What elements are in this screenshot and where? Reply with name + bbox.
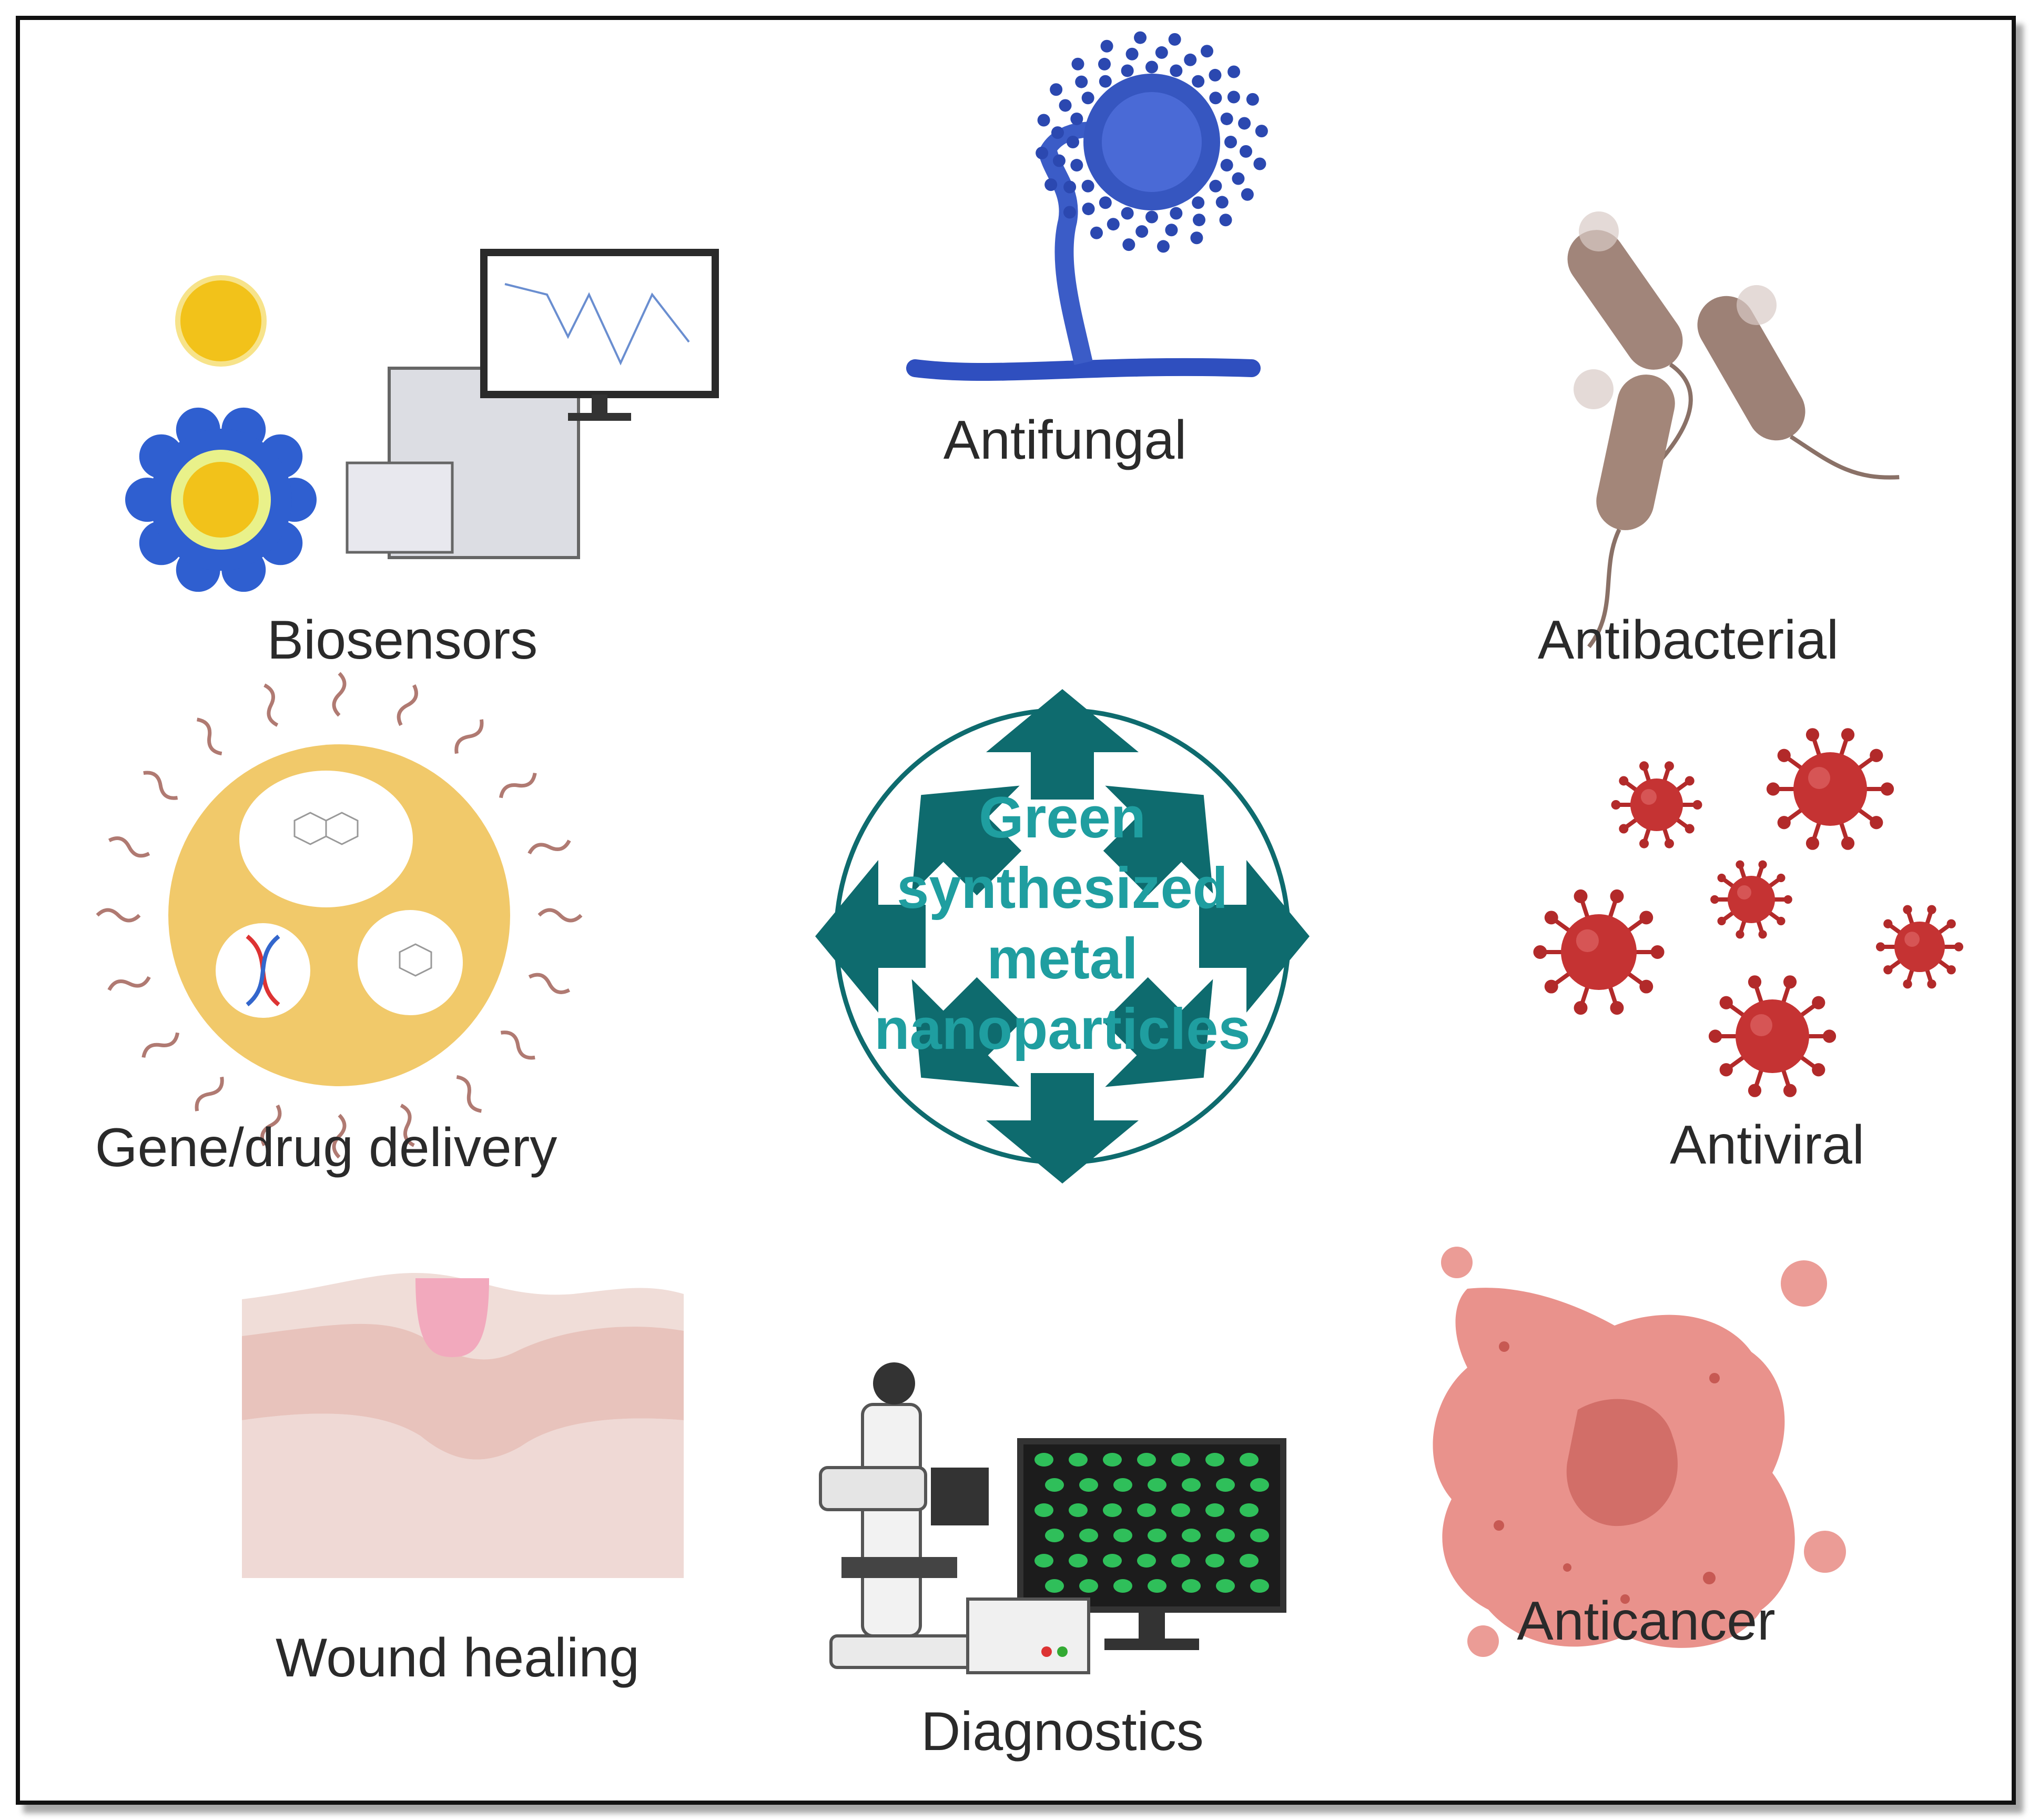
skin-wound-icon: [242, 1273, 684, 1578]
arrow-up: [986, 689, 1139, 800]
label-antiviral: Antiviral: [1670, 1115, 1864, 1176]
label-antibacterial: Antibacterial: [1537, 610, 1839, 671]
arrow-left: [815, 860, 926, 1013]
arrow-down-left: [911, 977, 1022, 1087]
cancer-cell-icon: [1433, 1247, 1846, 1657]
label-biosensors: Biosensors: [267, 610, 538, 671]
label-diagnostics: Diagnostics: [921, 1701, 1204, 1762]
arrow-down: [986, 1073, 1139, 1184]
label-gene-drug-delivery: Gene/drug delivery: [95, 1117, 557, 1178]
microscope-icon: [819, 1362, 1286, 1674]
center-title-line-2: synthesized: [897, 856, 1228, 921]
nanocarrier-icon: [96, 672, 583, 1159]
bacteria-icon: [1567, 211, 1900, 649]
center-title-line-4: nanoparticles: [874, 997, 1251, 1061]
fungus-icon: [906, 31, 1268, 381]
center-title-line-1: Green: [979, 785, 1146, 850]
biosensor-icon: [125, 249, 719, 592]
arrows-group: [815, 689, 1310, 1184]
arrow-down-right: [1103, 977, 1213, 1087]
label-antifungal: Antifungal: [943, 410, 1187, 471]
label-anticancer: Anticancer: [1517, 1591, 1776, 1652]
arrow-right: [1199, 860, 1310, 1013]
label-wound-healing: Wound healing: [276, 1627, 640, 1688]
center-title-line-3: metal: [987, 926, 1138, 991]
arrow-up-left: [911, 785, 1022, 896]
virus-icon: [1533, 728, 1964, 1097]
arrow-up-right: [1103, 785, 1213, 896]
